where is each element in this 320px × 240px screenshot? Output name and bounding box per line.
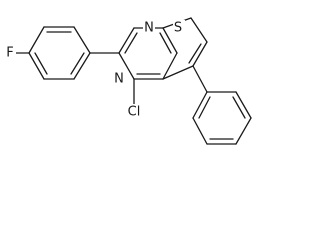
nitrogen-label-1: N	[144, 21, 154, 36]
sulfur-label: S	[174, 21, 182, 36]
atom-cl: Cl	[125, 104, 145, 120]
atom-n3: N	[113, 71, 125, 87]
thiophene-phenyl-bond	[192, 65, 208, 93]
fluorophenyl-ring	[28, 26, 91, 80]
chlorine-label: Cl	[128, 105, 141, 120]
structure-diagram: F N N S Cl	[4, 17, 252, 145]
nitrogen-label-3: N	[114, 72, 124, 87]
fluorine-label: F	[6, 46, 13, 61]
atom-f: F	[4, 45, 16, 61]
atom-n1: N	[143, 20, 155, 36]
phenyl-ring	[192, 91, 252, 145]
atom-s: S	[173, 20, 185, 36]
